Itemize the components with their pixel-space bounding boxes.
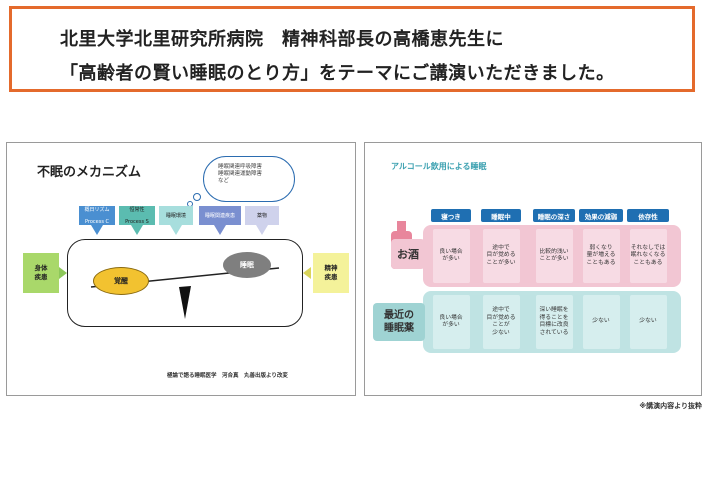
table-cell: 良い場合 が多い: [432, 295, 470, 349]
factor-box: 恒常性 Process S: [119, 206, 155, 225]
seesaw-fulcrum: [179, 286, 191, 319]
thought-cloud: 睡眠関連呼吸障害 睡眠関連運動障害 など: [203, 156, 295, 202]
column-header: 睡眠中: [481, 209, 521, 222]
factor-arrow: [91, 225, 103, 235]
wake-ellipse: 覚醒: [93, 267, 149, 295]
citation: 極論で語る睡眠医学 河合真 丸善出版より改変: [167, 373, 288, 379]
factor-label: 睡眠環境: [165, 212, 186, 219]
alcohol-slide: アルコール飲用による睡眠 寝つき睡眠中睡眠の深さ効果の減弱依存性 お酒 最近の …: [364, 142, 702, 396]
alcohol-row-label: お酒: [391, 239, 425, 269]
table-cell: 途中で 目が覚める ことが 少ない: [482, 295, 520, 349]
factor-arrow: [170, 225, 182, 235]
factor-label: 薬物: [256, 212, 267, 219]
header-line-1: 北里大学北里研究所病院 精神科部長の高橋恵先生に: [60, 29, 504, 50]
right-arrow: [303, 267, 311, 279]
factor-sublabel: Process S: [125, 218, 149, 225]
footnote: ※講演内容より抜粋: [639, 402, 702, 410]
header-line-2: 「高齢者の賢い睡眠のとり方」をテーマにご講演いただきました。: [60, 63, 615, 84]
drug-label-text: 最近の 睡眠薬: [384, 310, 414, 334]
sleep-ellipse: 睡眠: [223, 252, 271, 278]
factor-box: 睡眠関連疾患: [199, 206, 241, 225]
table-cell: それなしでは 眠れなくなる こともある: [629, 229, 667, 283]
factor-label: 睡眠関連疾患: [204, 212, 235, 219]
mental-illness-box: 精神 疾患: [313, 253, 349, 293]
column-header: 効果の減弱: [579, 209, 623, 222]
slide-title: 不眠のメカニズム: [37, 165, 142, 180]
table-cell: 良い場合 が多い: [432, 229, 470, 283]
factor-box: 睡眠環境: [159, 206, 193, 225]
cloud-line: 睡眠関連運動障害: [218, 171, 263, 177]
table-cell: 深い睡眠を 得ることを 目標に改良 されている: [535, 295, 573, 349]
insomnia-slide: 不眠のメカニズム 睡眠関連呼吸障害 睡眠関連運動障害 など 概日リズム Proce…: [6, 142, 356, 396]
factor-box: 薬物: [245, 206, 279, 225]
factor-label: 恒常性: [129, 206, 145, 213]
header-box: 北里大学北里研究所病院 精神科部長の高橋恵先生に 「高齢者の賢い睡眠のとり方」を…: [9, 6, 695, 92]
table-cell: 少ない: [629, 295, 667, 349]
slide-title: アルコール飲用による睡眠: [391, 162, 487, 171]
physical-illness-box: 身体 疾患: [23, 253, 59, 293]
mental-illness-label: 精神 疾患: [324, 264, 338, 281]
factor-arrow: [131, 225, 143, 235]
cloud-line: 睡眠関連呼吸障害: [218, 164, 263, 170]
cloud-line: など: [218, 178, 230, 184]
table-cell: 弱くなり 量が増える こともある: [582, 229, 620, 283]
factor-arrow: [214, 225, 226, 235]
column-header: 寝つき: [431, 209, 471, 222]
table-cell: 少ない: [582, 295, 620, 349]
table-cell: 比較的浅い ことが多い: [535, 229, 573, 283]
physical-illness-label: 身体 疾患: [34, 264, 48, 281]
drug-row-label: 最近の 睡眠薬: [373, 303, 425, 341]
alcohol-label-text: お酒: [397, 247, 419, 261]
factor-arrow: [256, 225, 268, 235]
column-header: 睡眠の深さ: [533, 209, 575, 222]
cloud-tail-dot: [193, 193, 201, 201]
factor-box: 概日リズム Process C: [79, 206, 115, 225]
column-header: 依存性: [627, 209, 669, 222]
factor-sublabel: Process C: [84, 218, 110, 225]
left-arrow: [59, 267, 67, 279]
factor-label: 概日リズム: [84, 206, 110, 213]
table-cell: 途中で 目が覚める ことが多い: [482, 229, 520, 283]
